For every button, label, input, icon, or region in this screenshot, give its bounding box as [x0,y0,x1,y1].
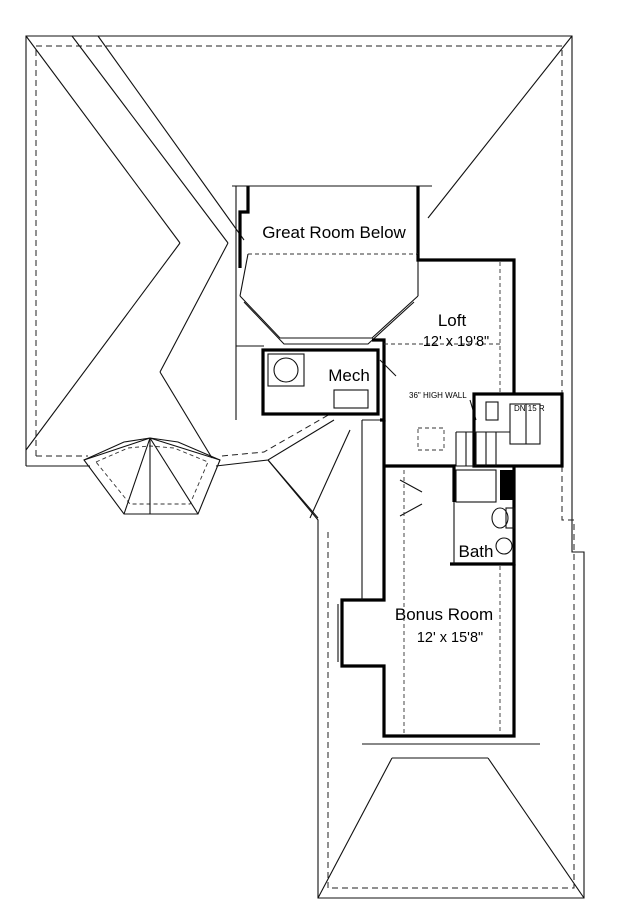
great-room-label: Great Room Below [262,223,406,242]
bonus-room-size: 12' x 15'8" [417,630,483,646]
loft-label: Loft [438,311,467,330]
bath-room [384,464,516,566]
roof-outline-lower [267,429,585,899]
loft-size: 12' x 19'8" [423,334,489,350]
loft-walls [372,254,516,451]
bonus-room [337,419,540,745]
mech-label: Mech [328,366,370,385]
bonus-room-label: Bonus Room [395,605,493,624]
high-wall-note: 36" HIGH WALL [409,391,467,400]
bath-label: Bath [459,542,494,561]
stairs-note: DN 15 R [514,404,545,413]
staircase [455,392,564,468]
mech-room [236,345,397,416]
turret-roof [83,437,221,515]
